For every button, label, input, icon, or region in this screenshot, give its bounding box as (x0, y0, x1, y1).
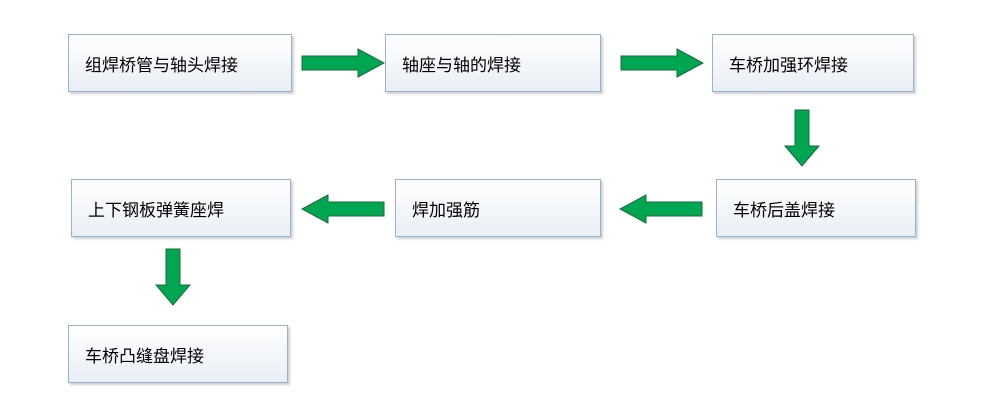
step-box-4: 车桥后盖焊接 (716, 179, 916, 237)
arrow-left-icon (618, 194, 703, 224)
step-label-4: 车桥后盖焊接 (733, 200, 835, 221)
arrow-down-icon (783, 109, 821, 167)
step-box-3: 车桥加强环焊接 (712, 34, 914, 92)
step-box-2: 轴座与轴的焊接 (385, 34, 601, 92)
arrow-left-icon (300, 194, 385, 224)
step-label-6: 上下钢板弹簧座焊 (88, 200, 224, 221)
step-box-5: 焊加强筋 (395, 179, 601, 237)
step-label-2: 轴座与轴的焊接 (402, 55, 521, 76)
step-box-1: 组焊桥管与轴头焊接 (68, 34, 292, 92)
step-label-1: 组焊桥管与轴头焊接 (85, 55, 238, 76)
arrow-right-icon (620, 48, 705, 78)
arrow-down-icon (154, 248, 192, 306)
arrow-right-icon (301, 48, 386, 78)
step-label-5: 焊加强筋 (412, 200, 480, 221)
step-box-7: 车桥凸缝盘焊接 (68, 325, 288, 383)
step-label-7: 车桥凸缝盘焊接 (85, 346, 204, 367)
step-label-3: 车桥加强环焊接 (729, 55, 848, 76)
step-box-6: 上下钢板弹簧座焊 (71, 179, 291, 237)
